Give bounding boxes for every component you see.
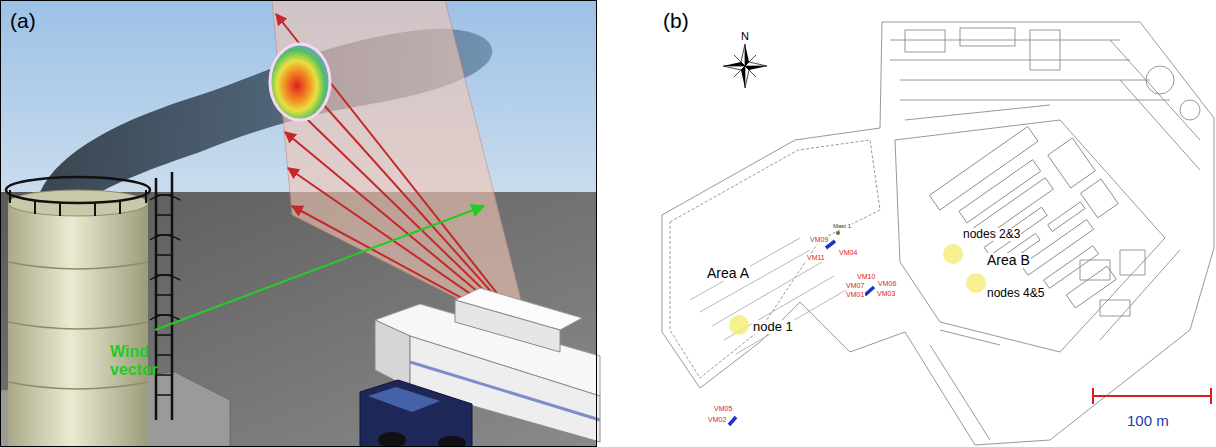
process-units xyxy=(929,109,1153,339)
site-boundary xyxy=(662,22,1214,445)
north-arrow xyxy=(723,44,767,88)
scale-tick xyxy=(1092,388,1094,404)
sensor-label: VM02 xyxy=(707,416,727,424)
unit xyxy=(929,127,1038,211)
sensor-label: VM10 xyxy=(856,273,876,281)
mast-marker xyxy=(836,231,840,235)
railing-posts xyxy=(10,190,146,216)
wheel xyxy=(438,436,466,447)
cabin-side xyxy=(455,300,560,352)
sensor-node-marker xyxy=(966,273,986,293)
scale-line xyxy=(1093,395,1211,397)
sensor-node-marker xyxy=(943,244,963,264)
site-plan xyxy=(662,22,1214,445)
instrument-marker xyxy=(865,287,874,295)
building xyxy=(1080,250,1145,316)
ladder-cage xyxy=(150,195,180,320)
sensor-label: VM07 xyxy=(845,282,865,290)
area-a-rows xyxy=(690,238,846,354)
node-label: nodes 2&3 xyxy=(962,228,1021,241)
panel-a-illustration xyxy=(0,0,600,447)
lidar-truck xyxy=(360,288,600,447)
sensor-label: VM01 xyxy=(845,291,865,299)
node-label: nodes 4&5 xyxy=(986,287,1045,300)
scale-label: 100 m xyxy=(1127,413,1169,430)
panel-border xyxy=(1,1,597,447)
panel-b-map xyxy=(625,0,1216,447)
unit xyxy=(1081,179,1119,218)
area-b-boundary xyxy=(895,120,1165,352)
area-label: Area B xyxy=(986,253,1031,268)
scale-bar xyxy=(1093,388,1211,404)
ladder-rungs xyxy=(156,195,172,395)
sensor-label: VM05 xyxy=(713,405,733,413)
compass-diagonals xyxy=(734,55,756,77)
area-a-fence xyxy=(670,140,880,378)
building xyxy=(905,30,945,52)
concentration-map xyxy=(270,44,330,120)
annotation-label: Wind vector xyxy=(110,343,166,378)
tank-outline xyxy=(1180,100,1200,120)
map-ground xyxy=(625,0,1216,447)
sensor-label: VM11 xyxy=(806,254,826,262)
storage-tank xyxy=(8,203,148,447)
map-label: Mast 1 xyxy=(832,223,852,230)
building xyxy=(960,28,1015,46)
sensor-label: VM06 xyxy=(877,280,897,288)
roads xyxy=(930,330,1000,440)
wheel xyxy=(378,432,406,447)
unit xyxy=(1048,202,1085,231)
unit xyxy=(1044,246,1099,289)
unit xyxy=(1048,138,1096,188)
ladder-rails xyxy=(156,172,172,420)
tank-railing xyxy=(6,177,150,203)
panel-label: (a) xyxy=(10,9,36,32)
building xyxy=(1030,30,1060,70)
area-label: Area A xyxy=(706,266,750,281)
scale-tick xyxy=(1210,388,1212,404)
sensor-node-marker xyxy=(729,315,749,335)
trailer-end xyxy=(375,320,410,388)
panel-label: (b) xyxy=(663,9,689,32)
instrument-marker xyxy=(729,417,736,425)
sensor-label: VM03 xyxy=(876,290,896,298)
tank-outline xyxy=(1146,66,1174,94)
sensor-label: VM04 xyxy=(838,249,858,257)
unit xyxy=(1021,220,1093,276)
unit xyxy=(1066,266,1116,308)
compass-label: N xyxy=(741,30,749,42)
plant-lines xyxy=(1100,40,1200,340)
windshield xyxy=(368,387,440,412)
sensor-label: VM09 xyxy=(809,236,829,244)
node-label: node 1 xyxy=(752,320,794,334)
unit xyxy=(959,160,1041,223)
